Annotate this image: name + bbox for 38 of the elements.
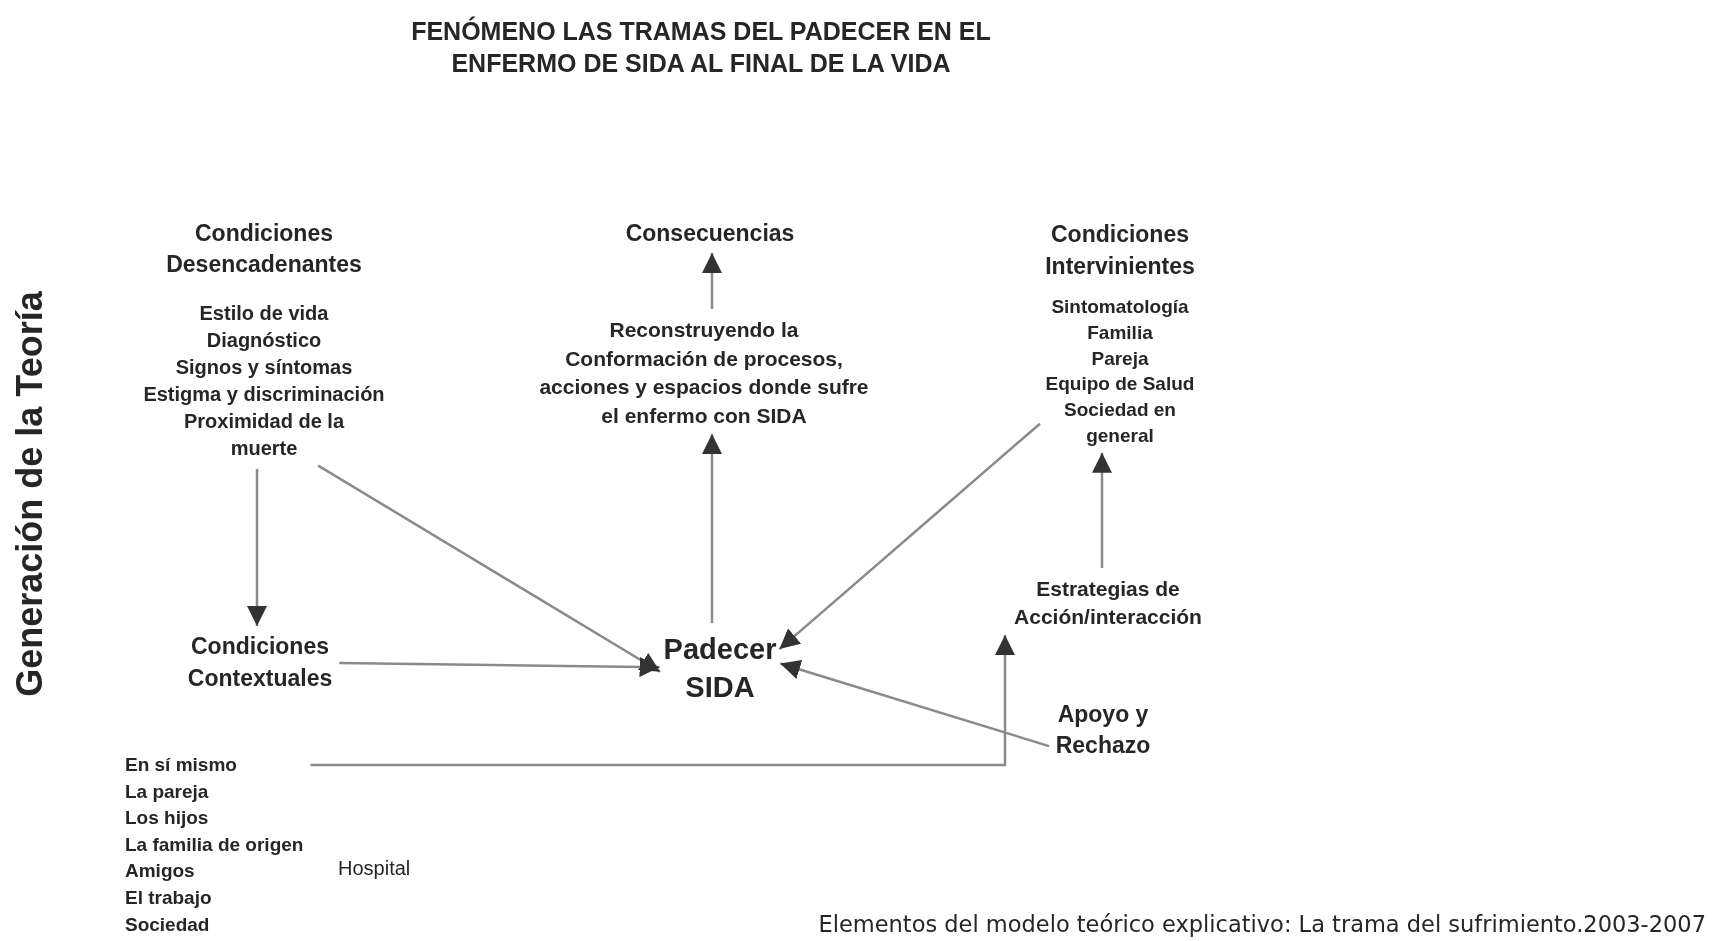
list-item: Sociedad en general bbox=[1063, 398, 1177, 448]
arrow bbox=[339, 656, 660, 677]
figure-caption: Elementos del modelo teórico explicativo: La trama del sufrimiento.2003-2007 bbox=[818, 910, 1706, 938]
axis-label: Generación de la Teoría bbox=[9, 291, 51, 697]
arrow bbox=[779, 659, 1050, 748]
arrow bbox=[778, 422, 1041, 651]
list-item: Sociedad bbox=[125, 912, 211, 937]
list-item: En sí mismo bbox=[125, 753, 238, 777]
category-heading: Condiciones Desencadenantes bbox=[166, 219, 362, 279]
diagram-title: FENÓMENO LAS TRAMAS DEL PADECER EN EL ENFERMO DE SIDA AL FINAL DE LA VIDA bbox=[410, 16, 992, 79]
list-item: Proximidad de la muerte bbox=[182, 409, 346, 461]
list-item: Amigos bbox=[125, 859, 196, 884]
concept-label: Apoyo y Rechazo bbox=[1055, 700, 1151, 760]
arrow bbox=[1092, 452, 1112, 568]
concept-label: Condiciones Contextuales bbox=[187, 632, 333, 693]
list-item: Estigma y discriminación bbox=[143, 382, 385, 407]
arrow bbox=[247, 469, 267, 626]
list-item: Pareja bbox=[1090, 346, 1150, 371]
list-item: Sintomatología bbox=[1050, 295, 1190, 319]
arrow bbox=[702, 253, 722, 309]
list-item: Familia bbox=[1086, 320, 1154, 345]
arrow bbox=[317, 464, 661, 673]
concept-text: Reconstruyendo la Conformación de procesos, acciones y espacios donde sufre el enfermo con SIDA bbox=[539, 317, 869, 429]
arrow bbox=[702, 434, 722, 623]
concept-label: Consecuencias bbox=[625, 219, 795, 248]
phenomenon-label: Padecer SIDA bbox=[663, 632, 777, 705]
setting-label: Hospital bbox=[338, 857, 411, 880]
list-item: Estilo de vida bbox=[198, 301, 330, 326]
list-item: Equipo de Salud bbox=[1045, 372, 1195, 397]
list-item: Signos y síntomas bbox=[174, 355, 354, 380]
list-item: La familia de origen bbox=[125, 832, 304, 857]
list-item: Los hijos bbox=[125, 806, 210, 831]
list-item: Diagnóstico bbox=[205, 328, 323, 353]
list-item: La pareja bbox=[125, 779, 210, 804]
category-heading: Condiciones Intervinientes bbox=[1045, 220, 1195, 281]
concept-label: Estrategias de Acción/interacción bbox=[1013, 576, 1203, 630]
elbow-arrow bbox=[310, 635, 1015, 767]
list-item: El trabajo bbox=[125, 885, 213, 910]
